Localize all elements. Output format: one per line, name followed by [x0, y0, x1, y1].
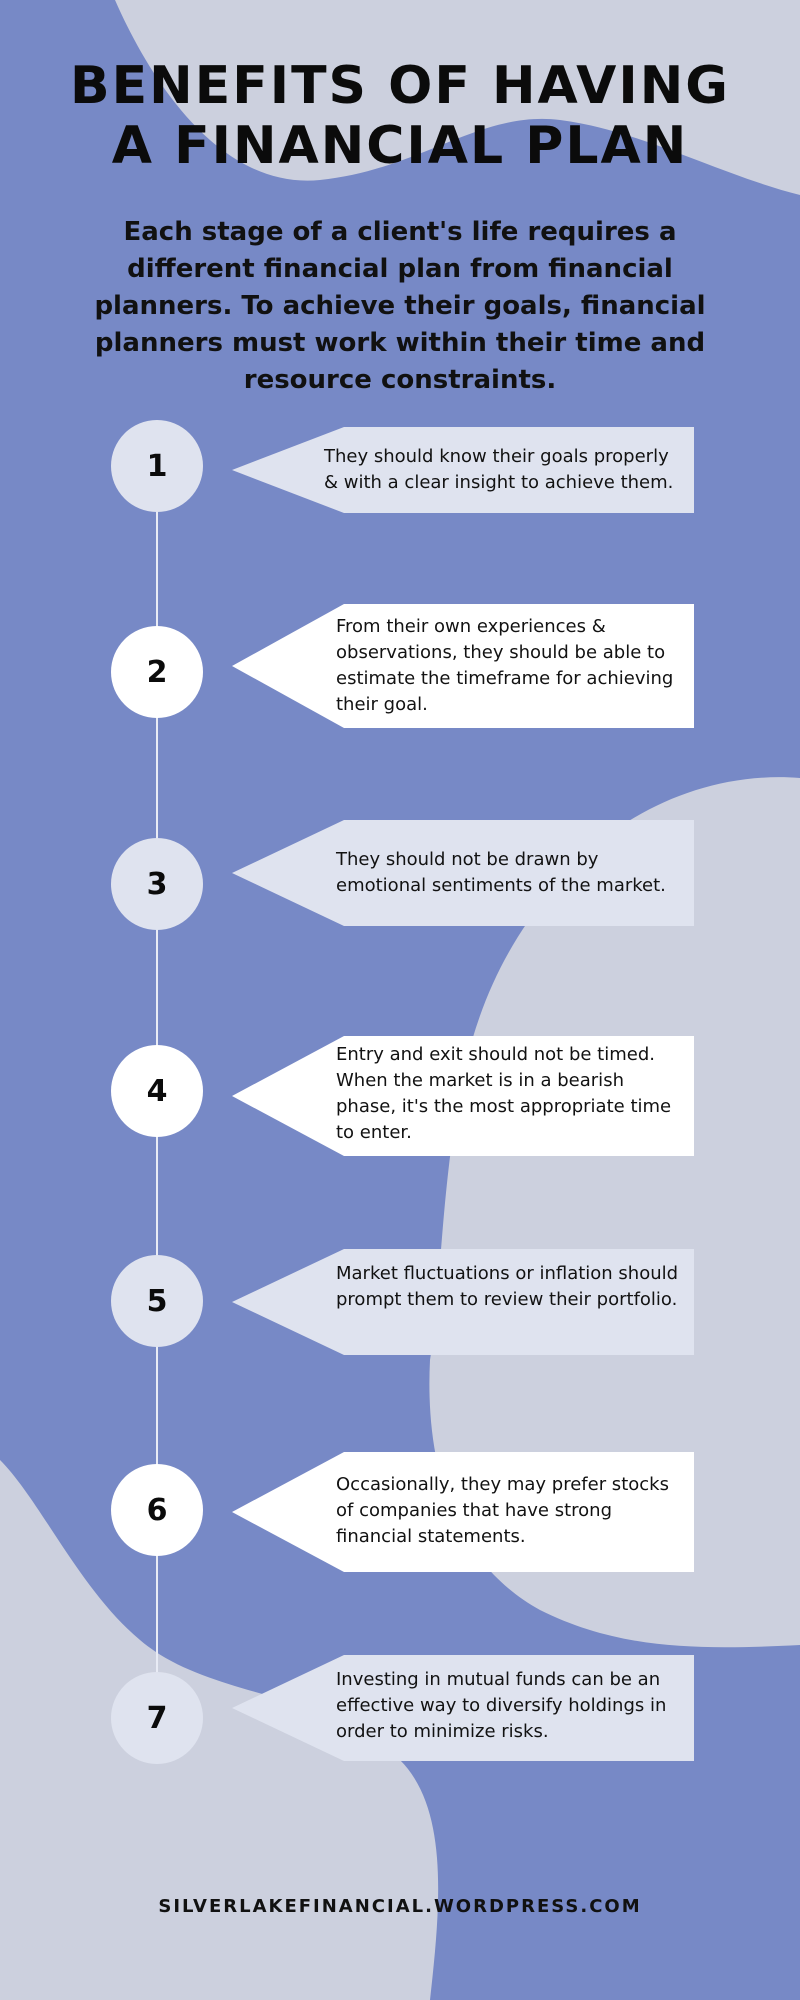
step-number-circle: 6: [111, 1464, 203, 1556]
card-shape: [232, 427, 694, 513]
right-blob: [429, 777, 800, 1648]
step-text: Occasionally, they may prefer stocks of …: [336, 1474, 669, 1547]
step-card: Entry and exit should not be timed. When…: [232, 1036, 694, 1156]
step-text: Market fluctuations or inflation should …: [336, 1263, 679, 1310]
step-card: From their own experiences & observation…: [232, 604, 694, 728]
step-text: They should know their goals properly & …: [324, 446, 674, 493]
step-text: Investing in mutual funds can be an effe…: [336, 1669, 667, 1742]
step-number-circle: 2: [111, 626, 203, 718]
step-text: Entry and exit should not be timed. When…: [336, 1044, 672, 1143]
step-card: Investing in mutual funds can be an effe…: [232, 1655, 694, 1761]
card-shape: [232, 1452, 694, 1572]
step-number: 6: [146, 1492, 168, 1528]
step-number-circle: 1: [111, 420, 203, 512]
step-card: Market fluctuations or inflation should …: [232, 1249, 694, 1355]
bottom-left-blob: [0, 1460, 439, 2000]
footer-website: SILVERLAKEFINANCIAL.WORDPRESS.COM: [158, 1896, 642, 1917]
step-text: From their own experiences & observation…: [336, 616, 674, 715]
step-card: They should know their goals properly & …: [232, 427, 694, 513]
title-line-1: BENEFITS OF HAVING: [70, 56, 730, 116]
step-text: They should not be drawn by emotional se…: [336, 849, 666, 896]
step-number: 1: [146, 448, 168, 484]
top-right-blob: [115, 0, 800, 195]
step-card: Occasionally, they may prefer stocks of …: [232, 1452, 694, 1572]
step-number-circle: 3: [111, 838, 203, 930]
card-shape: [232, 820, 694, 926]
card-shape: [232, 1036, 694, 1156]
step-number: 7: [146, 1700, 168, 1736]
card-shape: [232, 1655, 694, 1761]
card-shape: [232, 604, 694, 728]
page-title: BENEFITS OF HAVING A FINANCIAL PLAN: [0, 56, 800, 176]
step-card: They should not be drawn by emotional se…: [232, 820, 694, 926]
step-number: 4: [146, 1073, 168, 1109]
page-subtitle: Each stage of a client's life requires a…: [94, 217, 706, 395]
step-number-circle: 5: [111, 1255, 203, 1347]
step-number-circle: 4: [111, 1045, 203, 1137]
card-shape: [232, 1249, 694, 1355]
step-number: 2: [146, 654, 168, 690]
step-number-circle: 7: [111, 1672, 203, 1764]
step-number: 5: [146, 1283, 168, 1319]
title-line-2: A FINANCIAL PLAN: [111, 116, 689, 176]
step-number: 3: [146, 866, 168, 902]
